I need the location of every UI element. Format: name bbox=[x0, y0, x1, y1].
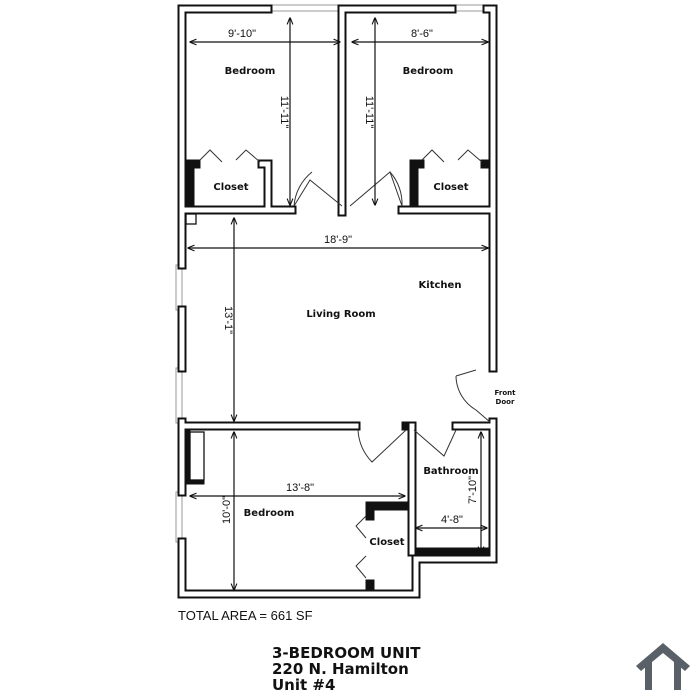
dim-living-depth: 13'-1" bbox=[222, 306, 234, 334]
room-label-front-door-line2: Door bbox=[496, 398, 515, 406]
unit-title: 3-BEDROOM UNIT 220 N. Hamilton Unit #4 bbox=[272, 645, 421, 693]
room-label-bedroom-top-right: Bedroom bbox=[403, 66, 454, 77]
room-label-living-room: Living Room bbox=[306, 309, 375, 320]
house-icon bbox=[636, 643, 690, 690]
dim-bathroom-width: 4'-8" bbox=[441, 514, 463, 526]
dim-bathroom-depth: 7'-10" bbox=[467, 476, 479, 504]
room-label-front-door-line1: Front bbox=[495, 389, 517, 397]
dim-bedroom-bottom-width: 13'-8" bbox=[286, 482, 314, 494]
unit-number: Unit #4 bbox=[272, 676, 336, 694]
room-label-closet-top-left: Closet bbox=[213, 182, 248, 193]
dim-bedroom-top-left-width: 9'-10" bbox=[228, 28, 256, 40]
doors bbox=[199, 149, 491, 579]
unit-address: 220 N. Hamilton bbox=[272, 660, 409, 678]
dim-bedroom-bottom-depth: 10'-0" bbox=[221, 496, 233, 524]
room-label-bedroom-top-left: Bedroom bbox=[225, 66, 276, 77]
room-label-closet-bottom: Closet bbox=[369, 537, 404, 548]
dim-bedroom-top-left-depth: 11'-11" bbox=[278, 96, 290, 129]
dim-bedroom-top-right-depth: 11'-11" bbox=[363, 96, 375, 129]
windows bbox=[175, 4, 487, 543]
unit-type: 3-BEDROOM UNIT bbox=[272, 644, 421, 662]
room-label-bedroom-bottom: Bedroom bbox=[244, 508, 295, 519]
total-area: TOTAL AREA = 661 SF bbox=[178, 608, 313, 623]
room-label-closet-top-right: Closet bbox=[433, 182, 468, 193]
room-label-bathroom: Bathroom bbox=[423, 466, 478, 477]
dimension-lines bbox=[188, 18, 488, 590]
walls bbox=[177, 4, 498, 599]
dim-bedroom-top-right-width: 8'-6" bbox=[411, 28, 433, 40]
room-label-kitchen: Kitchen bbox=[419, 280, 462, 291]
dim-living-width: 18'-9" bbox=[324, 234, 352, 246]
